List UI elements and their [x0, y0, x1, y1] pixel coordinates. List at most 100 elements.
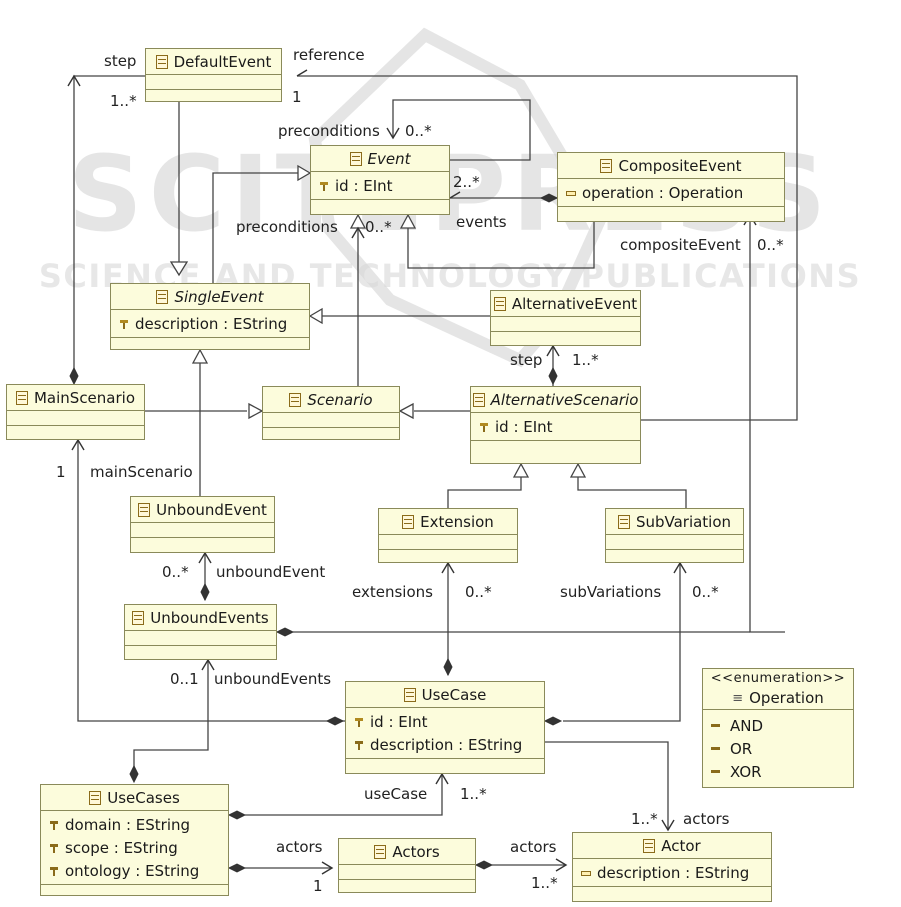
label-events: events	[456, 213, 507, 231]
label-actors: actors	[276, 838, 323, 856]
class-icon	[132, 610, 145, 625]
class-extension[interactable]: Extension	[378, 508, 518, 563]
label-unbound-event: unboundEvent	[216, 563, 326, 581]
attribute: description : EString	[597, 863, 750, 882]
literal-icon	[711, 747, 720, 750]
label-multiplicity: 1	[56, 463, 66, 481]
class-compositeevent[interactable]: CompositeEvent operation : Operation	[557, 152, 785, 222]
enum-literal: XOR	[730, 762, 762, 781]
class-icon	[374, 844, 387, 859]
attribute-icon	[581, 868, 591, 878]
class-event[interactable]: Event id : EInt	[310, 145, 450, 215]
class-alternativescenario[interactable]: AlternativeScenario id : EInt	[470, 386, 641, 464]
class-name: SubVariation	[635, 512, 732, 531]
label-main-scenario: mainScenario	[90, 463, 193, 481]
attribute-icon	[49, 820, 59, 830]
class-icon	[472, 392, 485, 407]
edge-usecase-actor	[545, 741, 669, 830]
class-scenario[interactable]: Scenario	[262, 386, 400, 440]
class-name: UseCases	[107, 788, 180, 807]
class-unboundevents[interactable]: UnboundEvents	[124, 604, 277, 660]
enum-name: Operation	[749, 689, 824, 707]
edge-composite	[749, 215, 785, 633]
class-name: Actor	[661, 836, 701, 855]
class-subvariation[interactable]: SubVariation	[605, 508, 744, 563]
class-name: Actors	[392, 842, 440, 861]
class-name: Scenario	[307, 390, 373, 409]
class-icon	[617, 514, 630, 529]
edge-usecase	[245, 774, 443, 816]
attribute: operation : Operation	[582, 183, 744, 202]
attribute: ontology : EString	[65, 861, 200, 880]
label-multiplicity: 0..*	[465, 583, 492, 601]
label-actors: actors	[683, 810, 730, 828]
class-icon	[600, 158, 613, 173]
class-icon	[15, 390, 28, 405]
class-actors[interactable]: Actors	[338, 838, 476, 893]
label-multiplicity: 2..*	[453, 173, 480, 191]
attribute-icon	[354, 740, 364, 750]
label-multiplicity: 1..*	[531, 874, 558, 892]
class-usecase[interactable]: UseCase id : EInt description : EString	[345, 681, 545, 774]
class-unboundevent[interactable]: UnboundEvent	[130, 496, 275, 553]
label-unbound-events: unboundEvents	[214, 670, 332, 688]
edge-unboundevents	[133, 660, 209, 778]
label-step: step	[104, 52, 137, 70]
class-name: AlternativeEvent	[511, 294, 638, 313]
attribute: scope : EString	[65, 838, 178, 857]
literal-icon	[711, 770, 720, 773]
attribute: id : EInt	[495, 417, 553, 436]
class-icon	[643, 838, 656, 853]
class-icon	[403, 687, 416, 702]
edge-subvariations	[563, 563, 681, 722]
label-multiplicity: 1..*	[460, 785, 487, 803]
label-multiplicity: 0..*	[365, 218, 392, 236]
class-singleevent[interactable]: SingleEvent description : EString	[110, 283, 310, 350]
class-icon	[493, 296, 506, 311]
edge-usecase-main	[77, 440, 345, 722]
attribute-icon	[319, 181, 329, 191]
class-name: Extension	[420, 512, 494, 531]
enum-literal: OR	[730, 739, 753, 758]
label-multiplicity: 0..*	[692, 583, 719, 601]
class-actor[interactable]: Actor description : EString	[572, 832, 772, 902]
label-multiplicity: 0..1	[170, 670, 199, 688]
attribute: description : EString	[135, 314, 288, 333]
class-alternativeevent[interactable]: AlternativeEvent	[490, 290, 641, 346]
class-defaultevent[interactable]: DefaultEvent	[145, 48, 282, 102]
label-reference: reference	[293, 46, 365, 64]
attribute-icon	[119, 319, 129, 329]
label-multiplicity: 1..*	[572, 351, 599, 369]
label-multiplicity: 0..*	[162, 563, 189, 581]
attribute: id : EInt	[335, 176, 393, 195]
literal-icon	[711, 724, 720, 727]
class-name: Event	[367, 149, 411, 168]
attribute-icon	[49, 843, 59, 853]
label-preconditions: preconditions	[278, 122, 380, 140]
attribute-icon	[49, 866, 59, 876]
attribute-icon	[479, 422, 489, 432]
label-multiplicity: 0..*	[757, 236, 784, 254]
class-name: MainScenario	[33, 388, 135, 407]
enum-literal: AND	[730, 716, 764, 735]
label-multiplicity: 1	[313, 877, 323, 895]
class-name: SingleEvent	[174, 287, 264, 306]
class-icon	[138, 502, 151, 517]
attribute: description : EString	[370, 735, 523, 754]
attribute-icon	[566, 188, 576, 198]
class-mainscenario[interactable]: MainScenario	[6, 384, 145, 440]
enum-icon: ≡	[732, 690, 744, 706]
attribute: domain : EString	[65, 815, 191, 834]
class-name: UseCase	[421, 685, 487, 704]
attribute: id : EInt	[370, 712, 428, 731]
label-step: step	[510, 351, 543, 369]
label-multiplicity: 1	[292, 88, 302, 106]
class-icon	[155, 54, 168, 69]
edge-subvar-alt	[577, 475, 687, 508]
class-name: DefaultEvent	[173, 52, 272, 71]
class-usecases[interactable]: UseCases domain : EString scope : EStrin…	[40, 784, 229, 896]
label-multiplicity: 1..*	[631, 810, 658, 828]
label-use-case: useCase	[364, 785, 428, 803]
enum-operation[interactable]: <<enumeration>> ≡Operation AND OR XOR	[702, 668, 854, 788]
attribute-icon	[354, 717, 364, 727]
